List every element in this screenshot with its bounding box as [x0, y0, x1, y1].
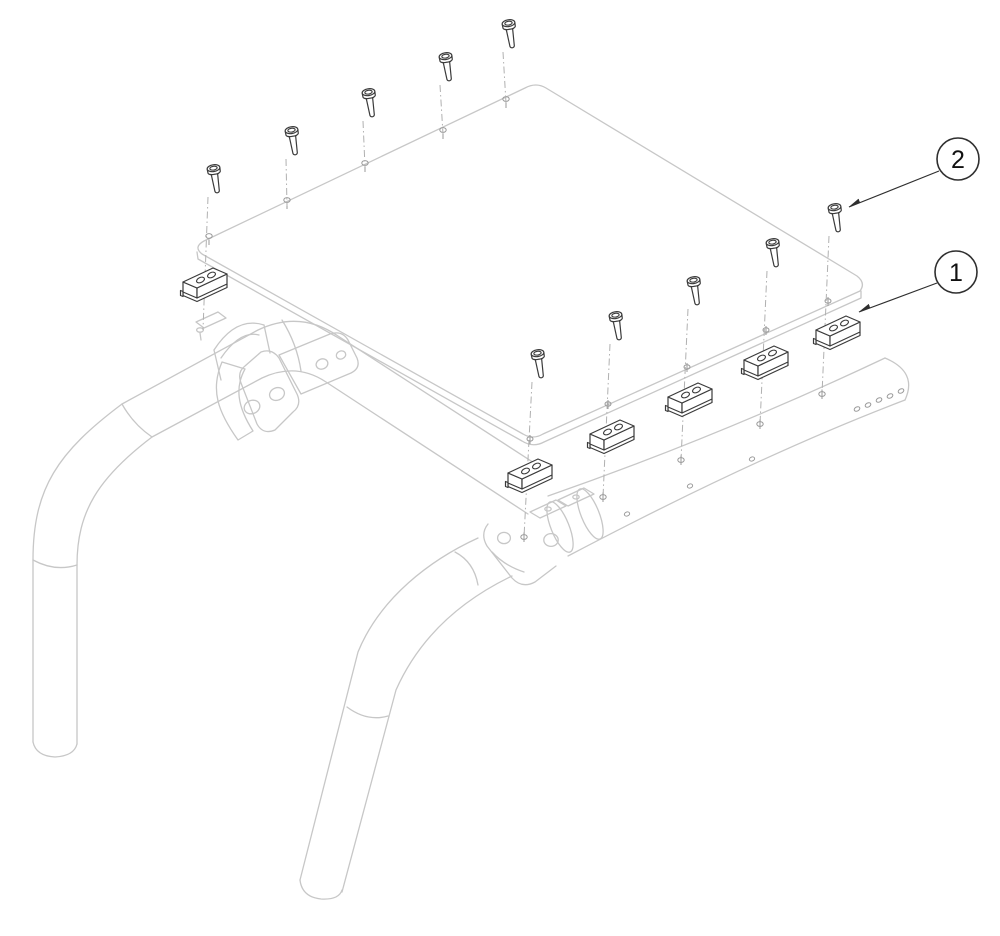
rail-adjustment-hole	[864, 402, 872, 408]
clamp-nut-plate	[812, 315, 861, 351]
callout-2: 2	[849, 137, 980, 208]
leader-line	[439, 84, 444, 135]
screw	[827, 202, 846, 234]
leader-line	[602, 343, 611, 498]
screw	[438, 51, 457, 83]
callout-1-label: 1	[949, 259, 963, 287]
plate-edge-hole-marks	[526, 297, 832, 444]
rail-face-hole	[686, 483, 694, 489]
leader-line	[502, 51, 507, 104]
seat-rail	[547, 357, 910, 557]
screw	[206, 163, 225, 195]
rail-adjustment-hole	[897, 388, 905, 394]
screw	[608, 310, 627, 342]
screws-group	[206, 18, 846, 380]
screw	[501, 18, 520, 50]
leader-line	[759, 270, 768, 425]
callout-2-arrow	[849, 170, 940, 208]
clamp-nut-plate	[664, 382, 713, 418]
leader-line	[362, 120, 366, 168]
clamp-nut-plate	[179, 267, 228, 303]
callout-1-balloon	[934, 250, 978, 294]
left-tube-clamp	[195, 311, 359, 441]
rail-face-hole	[748, 456, 756, 462]
screw	[686, 275, 705, 307]
callout-2-label: 2	[951, 146, 965, 174]
rail-end-holes	[853, 388, 905, 412]
callout-2-balloon	[936, 137, 980, 181]
left-backrest-cane	[32, 319, 546, 758]
clamp-nut-plate	[586, 419, 635, 455]
middle-tube-clamp	[483, 487, 604, 586]
rail-face-hole	[623, 511, 631, 517]
screw	[530, 348, 549, 380]
right-backrest-cane	[299, 537, 513, 900]
screw	[361, 87, 380, 119]
plate-hole	[283, 197, 291, 203]
screw	[284, 125, 303, 157]
screw	[765, 237, 784, 269]
leader-line	[285, 158, 288, 207]
leader-line	[523, 381, 533, 538]
clamp-blocks-group	[179, 267, 861, 494]
rail-face-holes	[623, 456, 756, 517]
rail-adjustment-hole	[853, 406, 861, 412]
clamp-nut-plate	[504, 458, 553, 494]
leader-lines-group	[202, 51, 830, 538]
rail-adjustment-hole	[875, 397, 883, 403]
rail-hole-marks	[520, 389, 826, 542]
seat-pan-plate	[196, 84, 864, 446]
clamp-nut-plate	[740, 345, 789, 381]
rail-adjustment-hole	[886, 393, 894, 399]
plate-hole	[205, 233, 213, 239]
plate-holes	[205, 96, 510, 245]
callout-1-arrow	[859, 282, 938, 313]
callout-1: 1	[859, 250, 978, 313]
leader-line	[821, 235, 830, 395]
leader-line	[680, 308, 689, 461]
